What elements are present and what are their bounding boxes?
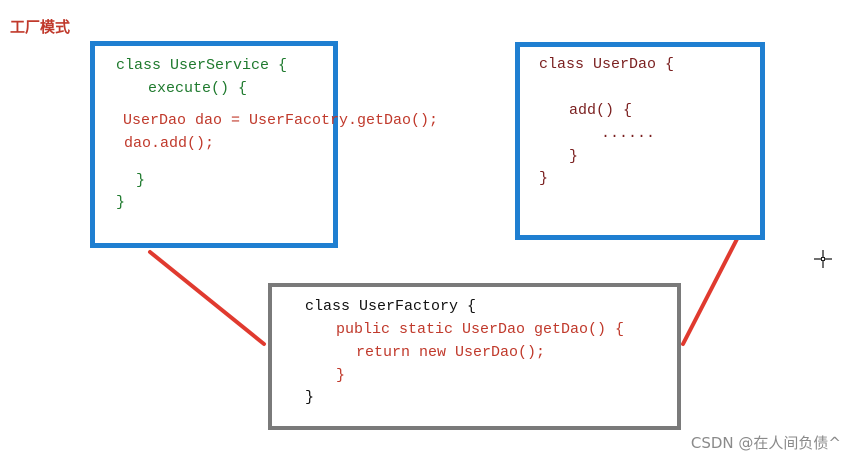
- user-factory-box: [268, 283, 681, 430]
- user-dao-box: [515, 42, 765, 240]
- user-factory-method-close: }: [336, 367, 346, 384]
- user-dao-class-close: }: [539, 170, 549, 187]
- user-factory-class-close: }: [305, 389, 315, 406]
- crosshair-cursor-icon: [814, 250, 832, 268]
- user-factory-return-line: return new UserDao();: [356, 344, 546, 361]
- user-service-method-close: }: [136, 172, 146, 189]
- user-service-class-line: class UserService {: [116, 57, 288, 74]
- user-factory-method-line: public static UserDao getDao() {: [336, 321, 625, 338]
- user-dao-class-line: class UserDao {: [539, 56, 675, 73]
- connector-dao-to-factory: [681, 237, 739, 346]
- user-service-execute-line: execute() {: [148, 80, 248, 97]
- user-service-class-close: }: [116, 194, 126, 211]
- page-title: 工厂模式: [10, 18, 71, 36]
- user-service-get-dao-line: UserDao dao = UserFacotry.getDao();: [123, 112, 439, 129]
- watermark: CSDN @在人间负债^: [690, 434, 841, 452]
- user-dao-add-line: add() {: [569, 102, 633, 119]
- user-service-add-line: dao.add();: [124, 135, 215, 152]
- user-dao-ellipsis-line: ......: [601, 125, 656, 142]
- user-factory-class-line: class UserFactory {: [305, 298, 477, 315]
- user-dao-method-close: }: [569, 148, 579, 165]
- user-service-box: [90, 41, 338, 248]
- connector-service-to-factory: [148, 250, 266, 346]
